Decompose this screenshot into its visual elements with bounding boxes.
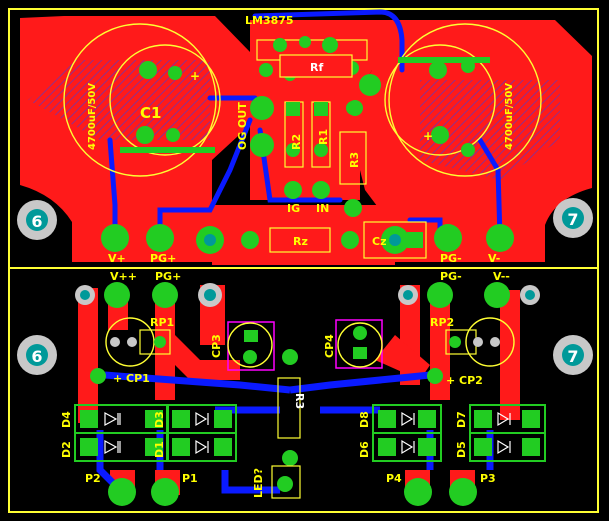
plus-right-label: + (423, 129, 433, 143)
conn-pgplus-label: PG+ (150, 252, 176, 265)
conn-vminus-label: V- (488, 252, 500, 265)
d7-label: D7 (455, 411, 468, 428)
bottom-silkscreen-labels: V++ PG+ PG- V-- RP1 RP2 + CP1 + CP2 CP3 … (60, 270, 510, 498)
c1-label: C1 (140, 104, 161, 122)
potentiometers (105, 317, 515, 367)
resistor-rz (269, 227, 331, 253)
r3-label: R3 (348, 152, 361, 168)
diode-bridge-right (372, 404, 546, 462)
conn-vplus-label: V+ (108, 252, 126, 265)
in-label: IN (316, 202, 329, 215)
cap-pads-right (429, 59, 475, 157)
conn-vmm-label: V-- (493, 270, 510, 283)
resistor-pads (241, 101, 423, 249)
top-board: 6 7 LM3875 Rf C1 + + OUT OG R2 R1 R3 IG … (8, 8, 599, 269)
cz-label: Cz (372, 235, 386, 248)
resistor-rf (279, 54, 353, 78)
cp3-label: CP3 (210, 334, 223, 358)
conn-pgplus-bottom-label: PG+ (155, 270, 181, 283)
p1-label: P1 (182, 472, 198, 485)
bottom-board: 6 7 V++ PG+ PG- V-- RP1 RP2 + CP1 + CP2 … (8, 267, 599, 513)
r2-label: R2 (290, 134, 303, 150)
mount-hole-top-left: 6 (17, 200, 57, 240)
cap-left-rating: 4700uF/50V (87, 83, 98, 150)
r3-bottom-label: R3 (293, 393, 306, 409)
resistor-r3 (339, 131, 367, 185)
cap-pads-left (136, 61, 182, 144)
led-footprint (271, 465, 301, 499)
mount-label: 6 (31, 347, 42, 366)
d3-label: D3 (153, 411, 166, 428)
mount-hole-top-right: 7 (553, 198, 593, 238)
cp2-label: + CP2 (446, 374, 483, 387)
hatch-right (420, 80, 560, 180)
mount-hole-bottom-right: 7 (553, 335, 593, 375)
diode-bridge-left (74, 404, 237, 462)
og-label: OG (236, 132, 249, 150)
power-connectors-top (101, 224, 514, 254)
output-terminals (108, 478, 477, 506)
conn-pgminus-label: PG- (440, 252, 462, 265)
d6-label: D6 (358, 441, 371, 458)
ig-label: IG (287, 202, 300, 215)
bottom-connectors (75, 282, 540, 308)
electrolytic-caps (90, 319, 443, 384)
cp1-label: + CP1 (113, 372, 150, 385)
bottom-board-outline (8, 267, 599, 513)
d1-label: D1 (153, 441, 166, 458)
ic-label: LM3875 (245, 14, 294, 27)
p3-label: P3 (480, 472, 496, 485)
cap-right-rating: 4700uF/50V (504, 83, 515, 150)
d2-label: D2 (60, 441, 73, 458)
r1-label: R1 (317, 129, 330, 145)
p2-label: P2 (85, 472, 101, 485)
mount-hole-bottom-left: 6 (17, 335, 57, 375)
out-label: OUT (236, 102, 249, 128)
rf-label: Rf (310, 61, 323, 74)
cp4-label: CP4 (323, 334, 336, 358)
plus-left-label: + (190, 69, 200, 83)
top-silkscreen-labels: LM3875 Rf C1 + + OUT OG R2 R1 R3 IG IN R… (87, 14, 515, 265)
d8-label: D8 (358, 411, 371, 428)
rp1-label: RP1 (150, 316, 174, 329)
hatch-left (28, 60, 210, 140)
capacitor-right (384, 23, 542, 177)
mount-label: 7 (567, 210, 578, 229)
capacitor-left (63, 23, 221, 177)
led-label: LED? (252, 468, 265, 498)
mount-label: 7 (567, 347, 578, 366)
d4-label: D4 (60, 411, 73, 428)
rz-label: Rz (293, 235, 308, 248)
d5-label: D5 (455, 441, 468, 458)
rp2-label: RP2 (430, 316, 454, 329)
conn-vpp-label: V++ (110, 270, 137, 283)
conn-pgminus-bottom-label: PG- (440, 270, 462, 283)
p4-label: P4 (386, 472, 402, 485)
resistor-r3-bottom (277, 349, 301, 466)
capacitor-cz (363, 221, 427, 259)
mount-label: 6 (31, 212, 42, 231)
